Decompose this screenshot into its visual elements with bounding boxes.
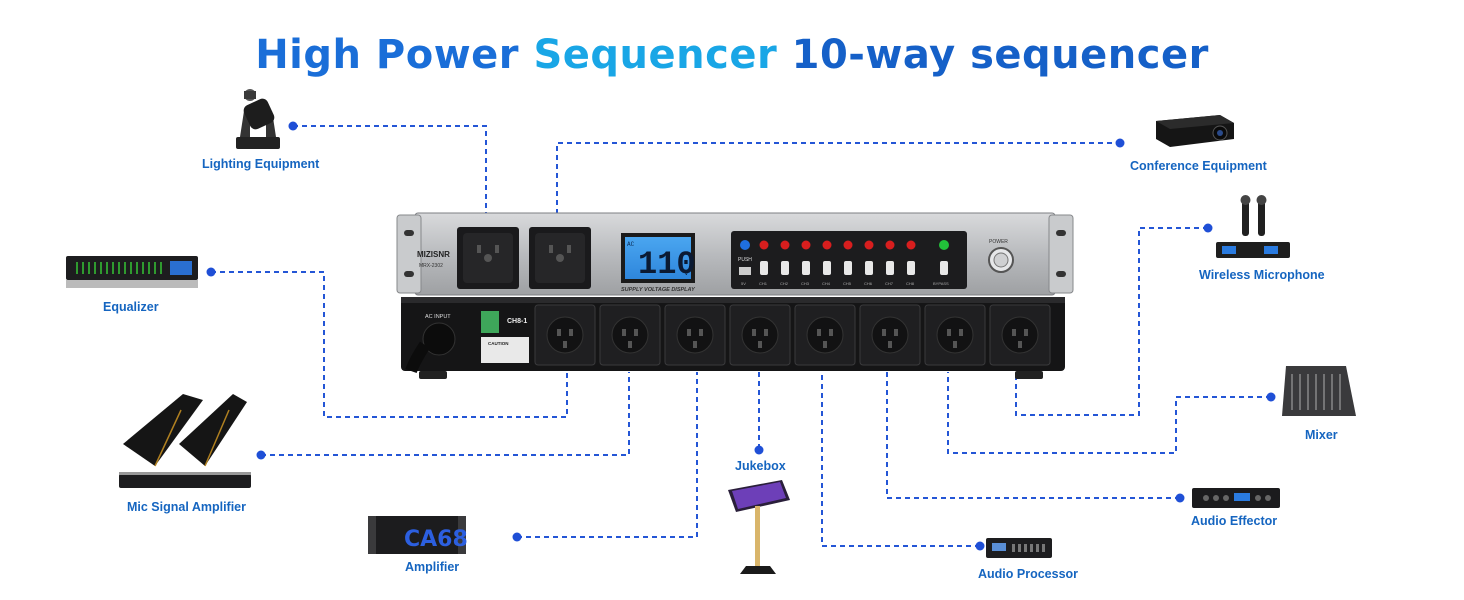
svg-text:POWER: POWER [989,239,1008,245]
wire-audio-effector [886,372,1180,499]
wire-wireless-mic [1015,227,1208,416]
channel-switch-4[interactable] [823,261,831,275]
audio-effector-image [1192,488,1280,508]
channel-label-3: CH3 [801,281,810,286]
mic-signal-amplifier-image [119,394,251,488]
lcd-caption: SUPPLY VOLTAGE DISPLAY [621,287,696,293]
channel-switch-1[interactable] [760,261,768,275]
page-title: High Power Sequencer 10-way sequencer [0,32,1464,78]
label-amplifier: Amplifier [405,560,460,574]
channel-label-1: CH1 [759,281,768,286]
wireless-microphone-image [1216,195,1290,258]
title-part3: 10-way sequencer [791,32,1209,78]
svg-text:CAUTION: CAUTION [488,341,509,346]
svg-text:CH8-1: CH8-1 [507,318,527,325]
label-audio-processor: Audio Processor [978,567,1079,581]
model-text: MRX-2302 [419,263,443,269]
projector-image [1156,115,1234,147]
label-mixer: Mixer [1305,428,1338,442]
label-equalizer: Equalizer [103,300,159,314]
sequencer-device: MIZISNR MRX-2302 AC 110 V SUPPLY VOLTAGE… [396,212,1074,379]
channel-label-6: CH6 [864,281,873,286]
channel-switch-6[interactable] [865,261,873,275]
label-jukebox: Jukebox [735,459,786,473]
rear-socket-6 [859,304,921,366]
channel-led-6 [864,240,874,250]
wire-audio-processor [821,372,980,547]
label-wireless-microphone: Wireless Microphone [1199,268,1325,282]
svg-text:5V: 5V [741,281,746,286]
wire-conference [556,142,1120,232]
rear-socket-3 [664,304,726,366]
label-mic-signal-amplifier: Mic Signal Amplifier [127,500,247,514]
channel-switch-7[interactable] [886,261,894,275]
svg-text:BYPASS: BYPASS [933,281,949,286]
channel-led-7 [885,240,895,250]
svg-text:AC INPUT: AC INPUT [425,314,451,320]
mixer-image [1282,366,1356,416]
wire-amplifier [517,372,698,538]
rear-socket-1 [534,304,596,366]
wire-lighting [293,125,487,232]
channel-switch-3[interactable] [802,261,810,275]
label-audio-effector: Audio Effector [1191,514,1278,528]
channel-switch-5[interactable] [844,261,852,275]
channel-led-8 [906,240,916,250]
audio-processor-image [986,538,1052,558]
jukebox-image [728,480,790,574]
channel-label-2: CH2 [780,281,789,286]
rear-socket-2 [599,304,661,366]
wire-mixer [947,372,1271,454]
channel-switch-8[interactable] [907,261,915,275]
brand-text: MIZISNR [417,250,450,259]
channel-label-4: CH4 [822,281,831,286]
channel-label-5: CH5 [843,281,852,286]
channel-label-7: CH7 [885,281,894,286]
lighting-equipment-image [236,89,280,149]
lcd-prefix: AC [627,241,635,248]
label-conference-equipment: Conference Equipment [1130,159,1267,173]
rear-socket-7 [924,304,986,366]
lcd-unit: V [684,270,689,277]
lcd-value: 110 [638,246,696,283]
rear-socket-5 [794,304,856,366]
title-part1: High Power [255,32,520,78]
label-lighting-equipment: Lighting Equipment [202,157,320,171]
equalizer-image [66,256,198,288]
wire-mic-amp [261,372,630,456]
rear-socket-4 [729,304,791,366]
rear-socket-8 [989,304,1051,366]
title-part2: Sequencer [533,32,778,78]
amplifier-brand: CA68 [404,527,468,552]
wire-equalizer [211,271,568,418]
channel-led-1 [759,240,769,250]
channel-led-3 [801,240,811,250]
amplifier-image: CA68 [368,516,468,554]
channel-label-8: CH8 [906,281,915,286]
svg-text:PUSH: PUSH [738,257,752,263]
channel-led-5 [843,240,853,250]
channel-led-4 [822,240,832,250]
channel-led-2 [780,240,790,250]
channel-switch-2[interactable] [781,261,789,275]
